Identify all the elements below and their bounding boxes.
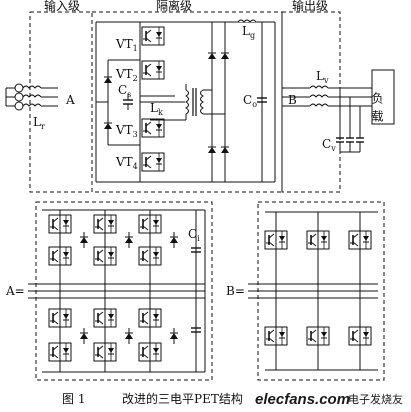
cs-label: C — [118, 83, 127, 97]
watermark-cn: 电子发烧友 — [348, 392, 403, 406]
input-stage-box — [29, 11, 93, 193]
section-isolation-label: 隔离级 — [156, 0, 192, 13]
lg-label: L — [242, 24, 250, 38]
vt3-label: VT — [115, 123, 133, 137]
node-a-label: A — [65, 93, 75, 107]
a-block-switches — [48, 214, 202, 362]
vt1-sub: 1 — [133, 44, 138, 53]
svg-text:Lk: Lk — [150, 101, 163, 117]
a-block — [28, 201, 213, 381]
lk-sub: k — [158, 108, 163, 117]
ac-source-icon — [5, 83, 24, 111]
svg-text:Cv: Cv — [322, 137, 336, 153]
vt4-label: VT — [115, 155, 133, 169]
node-b-label: B — [288, 93, 297, 107]
b-equals-label: B= — [226, 284, 245, 298]
svg-text:VT2: VT2 — [115, 67, 138, 83]
input-inductor-lr — [22, 85, 58, 107]
lv-label: L — [316, 69, 324, 83]
watermark-site: elecfans.com — [255, 391, 350, 408]
svg-text:Co: Co — [243, 93, 257, 109]
figure-caption: 改进的三电平PET结构 — [122, 391, 243, 406]
svg-text:Lv: Lv — [316, 69, 329, 85]
lr-sub: r — [41, 122, 45, 131]
vt4-sub: 4 — [133, 162, 138, 171]
ci-label: C — [188, 227, 197, 241]
ci-sub: i — [197, 234, 200, 243]
lg-sub: g — [250, 31, 255, 40]
watermark: elecfans.com 电子发烧友 — [255, 391, 403, 408]
cv-sub: v — [330, 144, 336, 153]
vt3-sub: 3 — [133, 130, 138, 139]
figure-number: 图 1 — [62, 392, 85, 406]
co-sub: o — [252, 100, 257, 109]
output-inductor-lv — [309, 85, 329, 107]
cs-sub: s — [127, 90, 131, 99]
vt2-sub: 2 — [133, 74, 138, 83]
section-input-label: 输入级 — [44, 0, 80, 13]
load-box — [371, 69, 395, 125]
svg-text:Cs: Cs — [118, 83, 131, 99]
section-output-label: 输出级 — [292, 0, 328, 13]
a-equals-label: A= — [5, 284, 25, 298]
lv-sub: v — [323, 76, 329, 85]
b-block — [248, 201, 385, 381]
co-label: C — [243, 93, 252, 107]
svg-text:VT1: VT1 — [115, 37, 138, 53]
top-circuit — [5, 11, 395, 193]
vt2-label: VT — [115, 67, 133, 81]
svg-text:VT4: VT4 — [115, 155, 138, 171]
lr-label: L — [33, 115, 41, 129]
svg-text:Lr: Lr — [33, 115, 45, 131]
load-label: 负载 — [370, 92, 384, 128]
svg-text:Ci: Ci — [188, 227, 200, 243]
lk-label: L — [150, 101, 158, 115]
svg-text:Lg: Lg — [242, 24, 255, 40]
vt1-label: VT — [115, 37, 133, 51]
svg-text:VT3: VT3 — [115, 123, 138, 139]
cv-label: C — [322, 137, 331, 151]
output-inductor-lg — [225, 19, 275, 23]
transformer — [150, 84, 225, 121]
